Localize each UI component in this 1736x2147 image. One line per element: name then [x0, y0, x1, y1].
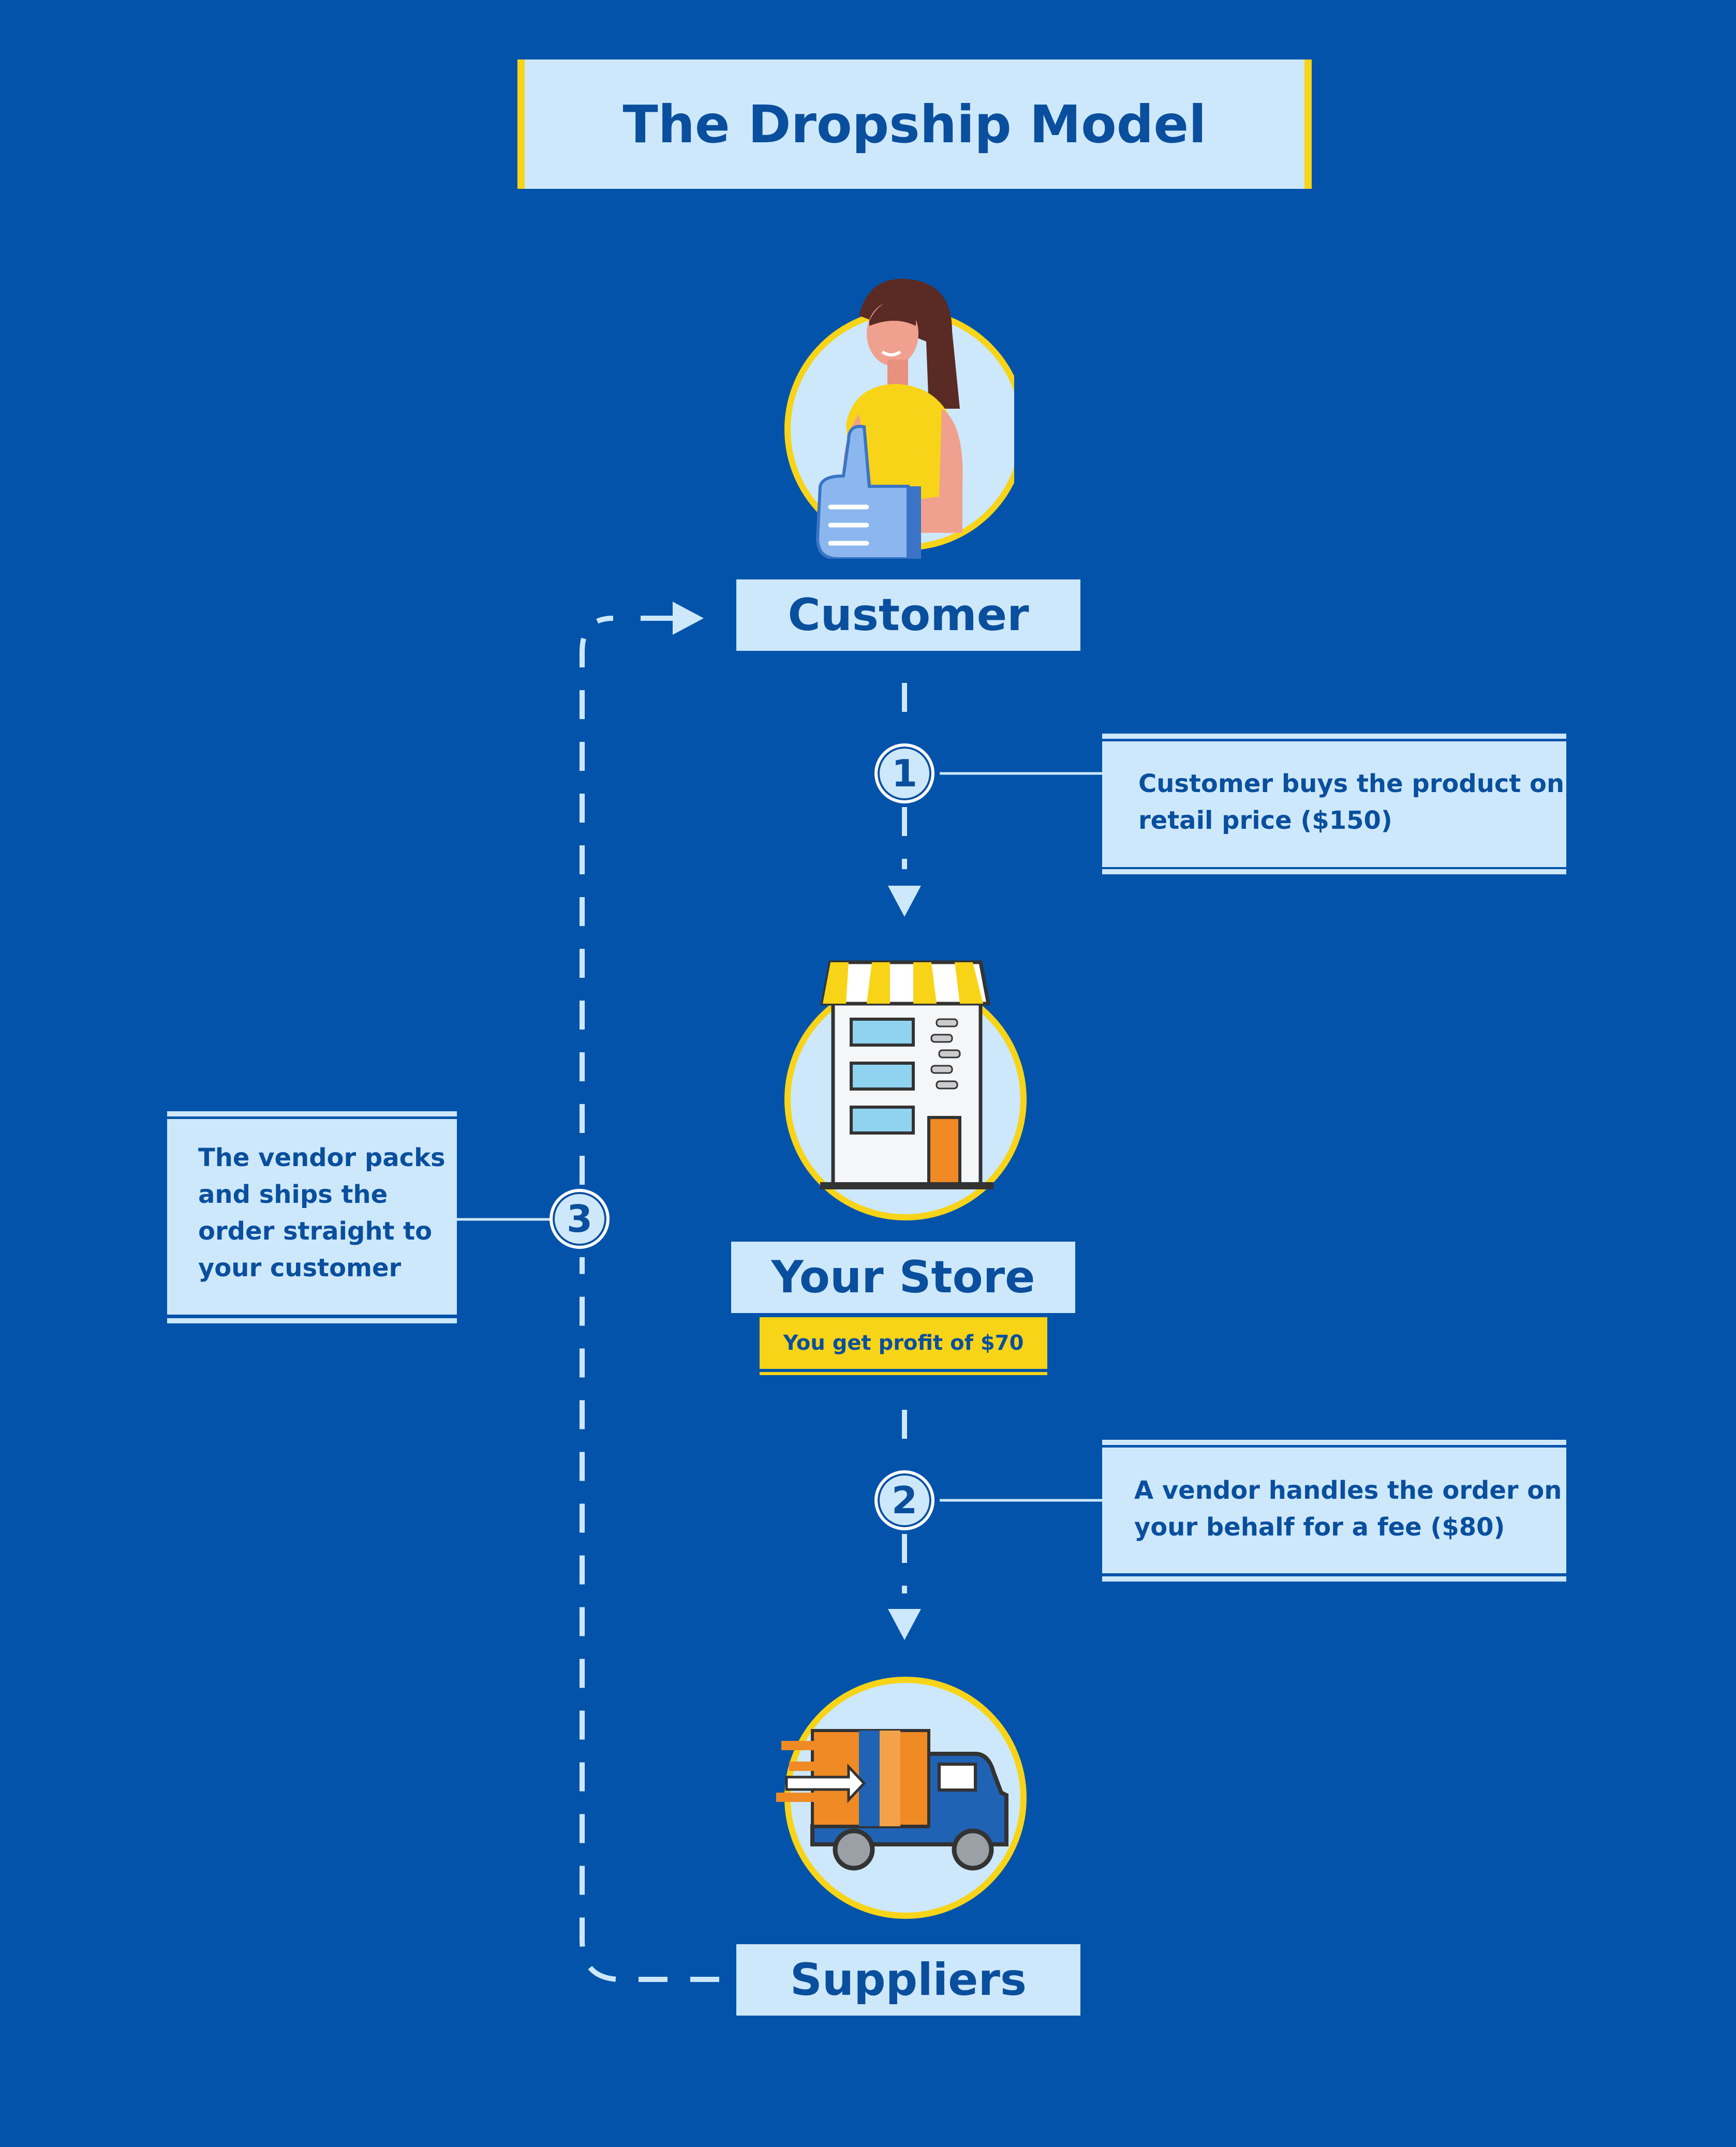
note-3-top-rule	[167, 1111, 457, 1116]
note-2-line-2: your behalf for a fee ($80)	[1134, 1513, 1505, 1542]
note-2-bottom-rule	[1102, 1576, 1566, 1582]
note-2: A vendor handles the order on your behal…	[1102, 1448, 1566, 1573]
customer-node-label: Customer	[736, 579, 1080, 651]
arrow-down-2	[888, 1609, 921, 1640]
profit-badge-rule	[760, 1372, 1047, 1375]
note-1-top-rule	[1102, 734, 1566, 739]
note-1-bottom-rule	[1102, 869, 1566, 874]
step-3-badge: 3	[550, 1189, 610, 1249]
note-2-top-rule	[1102, 1440, 1566, 1445]
profit-badge: You get profit of $70	[760, 1317, 1047, 1369]
store-label: Your Store	[771, 1251, 1035, 1303]
arrow-down-1	[888, 886, 921, 917]
note-1-line-1: Customer buys the product on	[1138, 769, 1565, 798]
store-node-label: Your Store	[731, 1242, 1075, 1313]
note-3-line-3: order straight to	[198, 1217, 433, 1246]
step-1-badge: 1	[874, 743, 934, 803]
note-3-line-4: your customer	[198, 1254, 402, 1283]
note-2-line-1: A vendor handles the order on	[1134, 1476, 1562, 1505]
storefront-icon	[781, 947, 1030, 1226]
arrow-right-loop	[673, 602, 704, 635]
note-3: The vendor packs and ships the order str…	[167, 1119, 457, 1315]
note-1: Customer buys the product on retail pric…	[1102, 741, 1566, 867]
note-3-bottom-rule	[167, 1318, 457, 1323]
step-2-badge: 2	[874, 1470, 934, 1530]
note-1-line-2: retail price ($150)	[1138, 806, 1392, 835]
page-title: The Dropship Model	[622, 94, 1207, 155]
customer-label: Customer	[788, 589, 1029, 641]
suppliers-node-label: Suppliers	[736, 1944, 1080, 2016]
note-3-line-2: and ships the	[198, 1180, 388, 1209]
title-banner: The Dropship Model	[517, 59, 1312, 189]
woman-thumbs-up-icon	[781, 269, 1027, 560]
delivery-truck-icon	[771, 1668, 1030, 1927]
note-3-line-1: The vendor packs	[198, 1143, 446, 1172]
suppliers-label: Suppliers	[790, 1954, 1027, 2006]
